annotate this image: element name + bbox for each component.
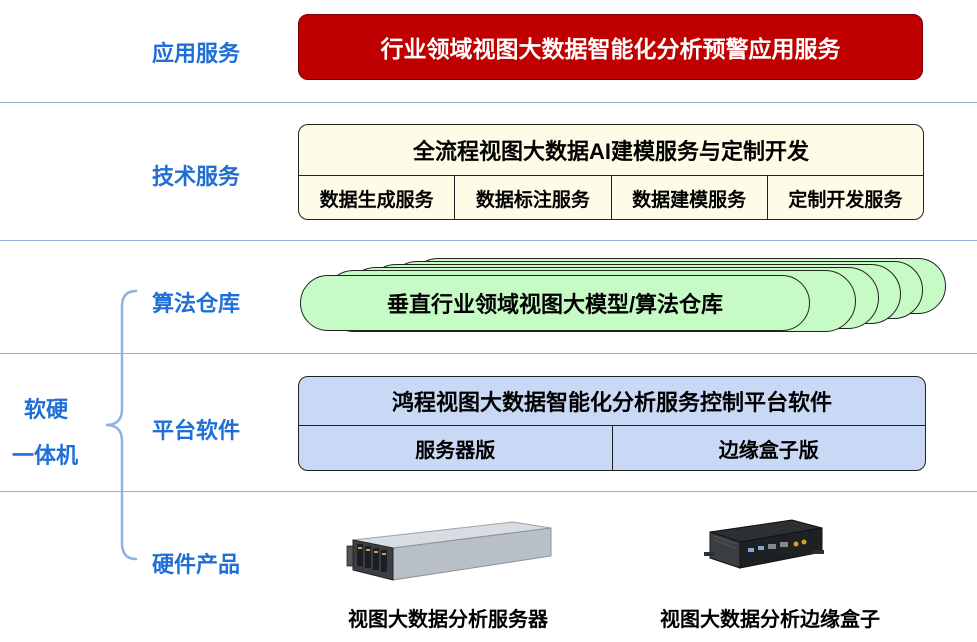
rack-server-image xyxy=(346,521,552,581)
layer-label-hardware: 硬件产品 xyxy=(152,552,241,577)
technical-item: 数据标注服务 xyxy=(455,176,612,219)
application-service-box: 行业领域视图大数据智能化分析预警应用服务 xyxy=(298,14,923,80)
technical-service-title: 全流程视图大数据AI建模服务与定制开发 xyxy=(299,125,923,176)
group-label-line2: 一体机 xyxy=(12,443,79,468)
product-caption-edge-box: 视图大数据分析边缘盒子 xyxy=(660,609,880,631)
algorithm-card-front: 垂直行业领域视图大模型/算法仓库 xyxy=(300,275,810,331)
technical-service-items: 数据生成服务 数据标注服务 数据建模服务 定制开发服务 xyxy=(299,176,923,219)
divider-1 xyxy=(0,102,977,103)
layer-label-application: 应用服务 xyxy=(152,41,241,66)
platform-edition-edge: 边缘盒子版 xyxy=(718,440,819,462)
divider-2 xyxy=(0,240,977,241)
product-caption-server: 视图大数据分析服务器 xyxy=(348,609,548,631)
platform-edition-server: 服务器版 xyxy=(299,426,613,470)
divider-3 xyxy=(0,353,977,354)
platform-software-box: 鸿程视图大数据智能化分析服务控制平台软件 服务器版 边缘盒子版 xyxy=(298,376,926,471)
group-brace xyxy=(105,289,138,561)
layer-label-platform: 平台软件 xyxy=(152,418,241,443)
platform-software-title: 鸿程视图大数据智能化分析服务控制平台软件 xyxy=(299,377,925,426)
platform-software-items: 服务器版 边缘盒子版 xyxy=(299,426,925,470)
group-label-line1: 软硬 xyxy=(24,397,69,422)
edge-box-image xyxy=(704,519,824,569)
technical-service-box: 全流程视图大数据AI建模服务与定制开发 数据生成服务 数据标注服务 数据建模服务… xyxy=(298,124,924,220)
technical-item: 数据生成服务 xyxy=(299,176,456,219)
divider-4 xyxy=(0,491,977,492)
layer-label-technical: 技术服务 xyxy=(152,164,241,189)
layer-label-algorithm: 算法仓库 xyxy=(152,291,241,316)
technical-item: 数据建模服务 xyxy=(612,176,768,219)
technical-item: 定制开发服务 xyxy=(788,189,903,211)
